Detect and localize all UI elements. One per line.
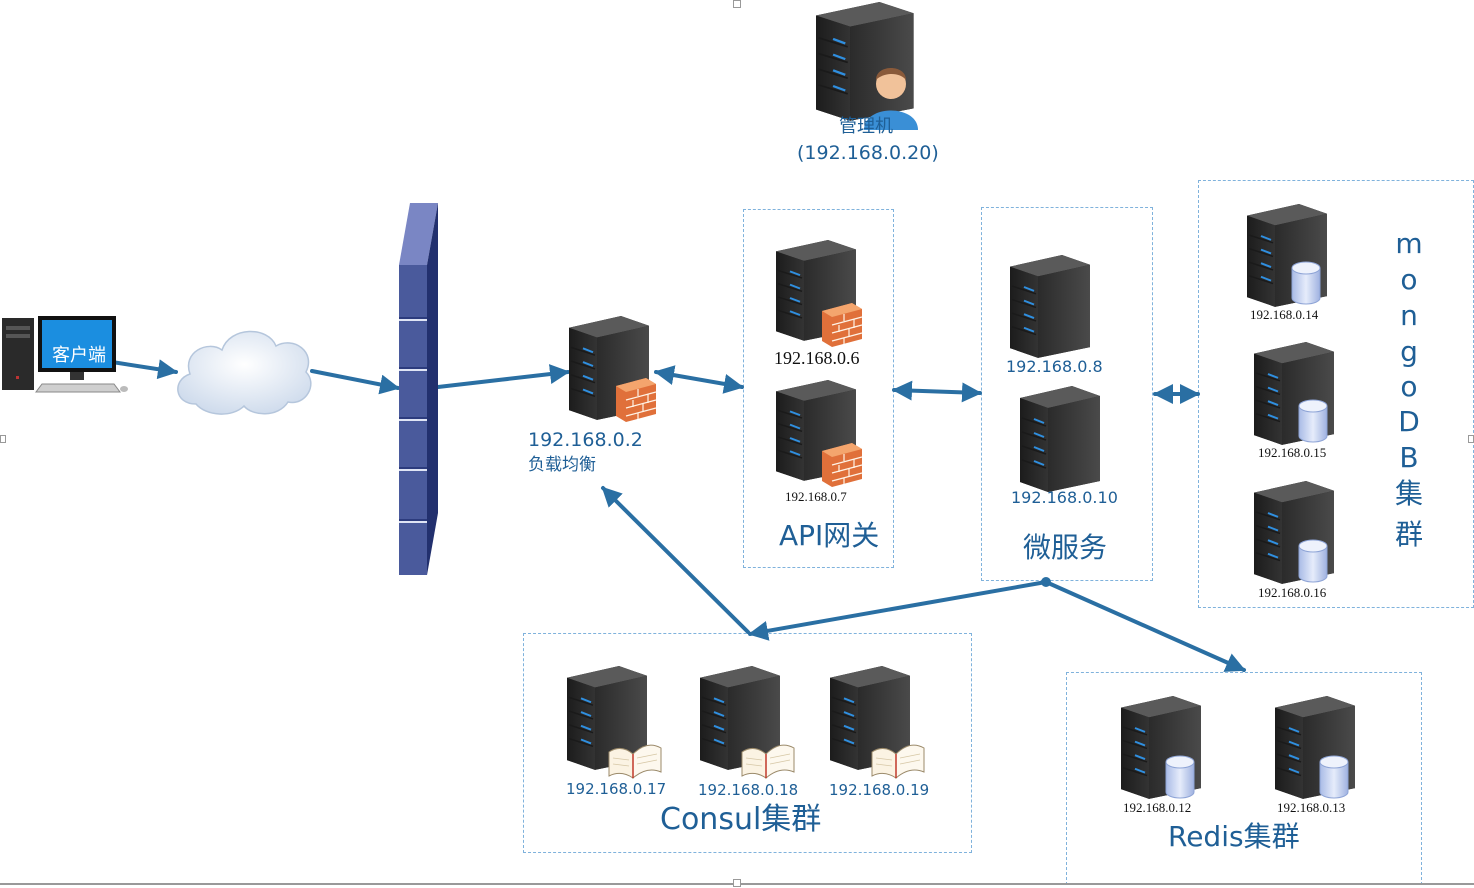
load-balancer-ip: 192.168.0.2 (528, 429, 643, 451)
mongodb-title-char: o (1400, 263, 1418, 296)
internet-cloud-icon (177, 330, 312, 415)
mongodb-title-char: g (1400, 335, 1418, 368)
consul-title: Consul集群 (660, 802, 822, 837)
consul-server-2-icon (699, 665, 795, 779)
mongodb-node-1-ip: 192.168.0.14 (1250, 307, 1319, 322)
mongodb-title-char: 集 (1394, 477, 1423, 510)
consul-node-3-ip: 192.168.0.19 (829, 781, 930, 799)
microservice-server-1-icon (1009, 254, 1091, 359)
arrow-gateway-microservice (892, 380, 982, 403)
load-balancer-server-icon (568, 315, 657, 423)
manager-title: 管理机 (839, 116, 893, 137)
resize-handle-top[interactable] (733, 0, 741, 8)
user-icon (864, 68, 918, 130)
redis-node-1-ip: 192.168.0.12 (1123, 800, 1192, 815)
consul-node-1-ip: 192.168.0.17 (566, 780, 667, 798)
mongodb-node-2-ip: 192.168.0.15 (1258, 445, 1327, 460)
redis-title: Redis集群 (1168, 820, 1300, 853)
mongodb-title-char: n (1400, 299, 1418, 332)
arrow-microservice-consul (748, 580, 1048, 641)
mongodb-node-3-ip: 192.168.0.16 (1258, 585, 1327, 600)
gateway-title: API网关 (779, 519, 880, 552)
manager-ip: (192.168.0.20) (797, 142, 939, 164)
microservice-node-2-ip: 192.168.0.10 (1011, 488, 1118, 507)
consul-server-3-icon (829, 665, 925, 779)
gateway-server-2-icon (775, 379, 863, 488)
load-balancer-label: 负载均衡 (528, 455, 596, 475)
gateway-server-1-icon (775, 239, 863, 348)
mongodb-title-char: 群 (1394, 518, 1423, 551)
microservice-server-2-icon (1019, 385, 1101, 493)
manager-server-icon (814, 0, 918, 130)
mongodb-server-1-icon (1246, 203, 1328, 308)
gateway-node-1-ip: 192.168.0.6 (774, 348, 860, 368)
client-label: 客户端 (52, 345, 106, 366)
microservice-title: 微服务 (1023, 531, 1108, 564)
mongodb-server-3-icon (1253, 480, 1335, 585)
firewall-icon (399, 203, 438, 575)
resize-handle-left[interactable] (0, 435, 6, 443)
client-computer-icon (2, 316, 128, 393)
mongodb-title-char: B (1399, 441, 1419, 474)
consul-node-2-ip: 192.168.0.18 (698, 781, 799, 799)
redis-server-2-icon (1274, 695, 1356, 800)
redis-node-2-ip: 192.168.0.13 (1277, 800, 1346, 815)
arrow-lb-gateway (654, 365, 744, 394)
resize-handle-bottom[interactable] (733, 879, 741, 887)
mongodb-title-char: o (1400, 370, 1418, 403)
microservice-node-1-ip: 192.168.0.8 (1006, 357, 1103, 376)
redis-server-1-icon (1120, 695, 1202, 800)
arrow-cloud-to-firewall (310, 369, 400, 395)
arrow-consul-to-lb (601, 486, 750, 634)
mongodb-title-char: m (1395, 227, 1423, 260)
connector-dot (1041, 577, 1051, 587)
mongodb-title-char: D (1398, 405, 1420, 438)
arrow-microservice-redis (1044, 580, 1246, 672)
consul-server-1-icon (566, 665, 662, 779)
arrow-client-to-cloud (110, 359, 178, 380)
gateway-node-2-ip: 192.168.0.7 (785, 489, 847, 504)
mongodb-server-2-icon (1253, 341, 1335, 446)
arrow-firewall-to-lb (436, 364, 570, 389)
